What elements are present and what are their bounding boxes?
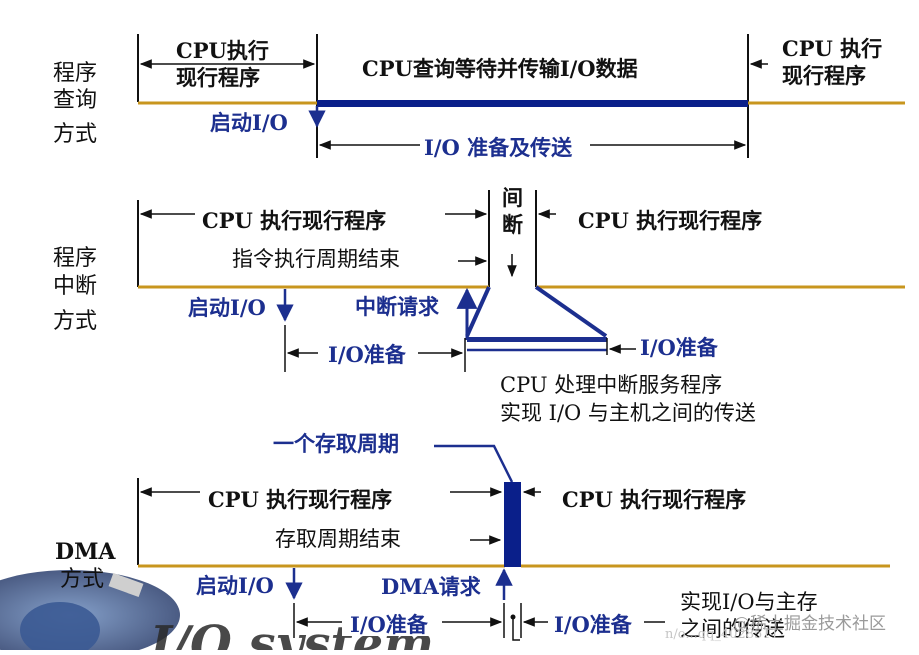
pi-side-label-3: 方式 [53,309,97,334]
dma-transfer-leader [512,617,520,641]
pi-interrupt-request: 中断请求 [355,294,439,319]
pq-cpu-exec-right-1: CPU 执行 [782,36,882,61]
dma-request: DMA请求 [381,574,481,599]
dma-transfer-1: 实现I/O与主存 [680,590,818,614]
pi-io-prepare-right: I/O准备 [640,335,719,360]
pq-cpu-wait: CPU查询等待并传输I/O数据 [362,56,638,81]
pi-side-label-1: 程序 [53,246,97,271]
pi-service-2: 实现 I/O 与主机之间的传送 [500,401,756,425]
pq-start-io-label: 启动I/O [210,110,288,135]
pi-interrupt-1: 间 [502,185,523,210]
pq-cpu-exec-right-2: 现行程序 [782,63,866,88]
pi-service-1: CPU 处理中断服务程序 [500,373,722,397]
pi-side-label-2: 中断 [53,274,97,299]
pq-side-label-3: 方式 [53,122,97,147]
pi-interrupt-2: 断 [502,212,523,237]
watermark-text: @稀土掘金技术社区 [733,614,886,634]
dma-start-io-label: 启动I/O [196,573,274,598]
dma-access-cycle: 一个存取周期 [273,431,399,456]
dma-side-label-1: DMA [55,539,116,565]
pq-side-label-1: 程序 [53,61,97,86]
dma-access-cycle-leader [434,444,514,483]
dma-access-block [504,482,521,567]
dma-transfer-2: 之间的传送 [680,617,785,641]
program-interrupt-section: 程序 中断 方式 CPU 执行现行程序 指令执行周期结束 间 断 CPU 执行现… [53,185,905,425]
watermark-faint: n/o...qq_4028511 [665,627,779,642]
pi-cpu-exec-left: CPU 执行现行程序 [202,208,386,233]
program-query-section: 程序 查询 方式 CPU执行 现行程序 CPU查询等待并传输I/O数据 CPU … [53,34,905,160]
pq-query-bar [317,100,748,107]
pi-instr-cycle-end: 指令执行周期结束 [232,247,400,271]
pq-cpu-exec-left-2: 现行程序 [176,65,260,90]
pq-side-label-2: 查询 [53,88,97,113]
dma-io-prepare-left: I/O准备 [350,612,429,637]
dma-cpu-exec-left: CPU 执行现行程序 [208,487,392,512]
dma-section: DMA 方式 一个存取周期 CPU 执行现行程序 CPU 执行现行程序 存取周期… [55,431,890,641]
pi-start-io-label: 启动I/O [188,295,266,320]
pq-cpu-exec-left-1: CPU执行 [176,38,269,63]
pi-service-bar [467,337,607,342]
background-logo: I/O system [0,570,434,655]
pi-funnel-right [534,285,608,338]
pq-io-prepare-transfer: I/O 准备及传送 [424,135,573,160]
pi-io-prepare: I/O准备 [328,342,407,367]
pi-funnel-left [465,286,491,337]
dma-io-prepare-right: I/O准备 [554,612,633,637]
dma-side-label-2: 方式 [60,567,104,592]
watermark: @稀土掘金技术社区 n/o...qq_4028511 [665,614,886,642]
pi-cpu-exec-right: CPU 执行现行程序 [578,208,762,233]
dma-access-cycle-end: 存取周期结束 [275,527,401,551]
dma-cpu-exec-right: CPU 执行现行程序 [562,487,746,512]
